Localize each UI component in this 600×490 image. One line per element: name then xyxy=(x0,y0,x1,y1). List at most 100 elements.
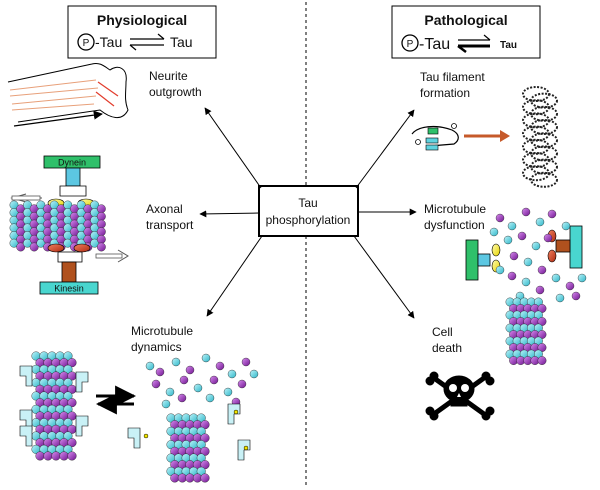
tubulin-alpha xyxy=(63,378,73,388)
tubulin-beta xyxy=(537,265,547,275)
tubulin-beta xyxy=(507,271,517,281)
microtubule-segment xyxy=(9,200,106,252)
tubulin-alpha xyxy=(63,351,73,361)
phosphate-circle xyxy=(401,34,419,52)
tau-tag-icon xyxy=(227,403,241,425)
tubulin-alpha xyxy=(531,241,541,251)
tubulin-alpha xyxy=(551,273,561,283)
label-axonal-2: transport xyxy=(146,218,194,232)
label-dysfunction-1: Microtubule xyxy=(424,202,486,216)
tau-tag-icon xyxy=(75,371,89,393)
tubulin-alpha xyxy=(145,361,155,371)
paired-helical-filament xyxy=(522,86,558,188)
tubulin-beta xyxy=(170,473,180,483)
tubulin-alpha xyxy=(577,273,587,283)
phosphate-dot xyxy=(243,445,249,451)
tubulin-alpha xyxy=(561,221,571,231)
dynein-label: Dynein xyxy=(58,158,86,168)
tubulin-alpha xyxy=(9,238,19,248)
tubulin-alpha xyxy=(521,277,531,287)
tubulin-alpha xyxy=(495,265,505,275)
label-filament-2: formation xyxy=(420,86,470,100)
phosphate-circle xyxy=(77,33,95,51)
tubulin-beta xyxy=(509,251,519,261)
skull-crossbones-icon xyxy=(425,371,495,421)
label-cell-death-2: death xyxy=(432,341,462,355)
filament-loop xyxy=(530,171,558,188)
connector-arrows xyxy=(199,107,417,319)
tubulin-beta xyxy=(67,438,77,448)
tubulin-beta xyxy=(96,234,106,244)
tau-label-small: Tau xyxy=(500,40,517,51)
tubulin-alpha xyxy=(63,431,73,441)
microtubule-dynamics-illustration xyxy=(19,351,259,483)
shifted-equilibrium-arrows xyxy=(457,34,491,53)
arrow-cell-death xyxy=(353,235,415,319)
short-microtubule xyxy=(505,297,547,365)
label-neurite-1: Neurite xyxy=(149,69,188,83)
tubulin-alpha xyxy=(63,444,73,454)
tau-tag-icon xyxy=(19,425,33,447)
tubulin-beta xyxy=(96,219,106,229)
tubulin-beta xyxy=(185,365,195,375)
tubulin-beta xyxy=(96,212,106,221)
phosphate-dot xyxy=(233,409,239,415)
arrow-axonal xyxy=(199,210,260,218)
label-axonal-1: Axonal xyxy=(146,202,183,216)
tubulin-beta xyxy=(237,379,247,389)
tubulin-beta xyxy=(67,451,77,461)
tau-filament-illustration xyxy=(411,86,558,188)
microtubule-dysfunction-illustration xyxy=(465,207,587,365)
tubulin-beta xyxy=(43,451,53,461)
tubulin-beta xyxy=(547,209,557,219)
tubulin-alpha xyxy=(63,404,73,414)
tubulin-beta xyxy=(16,242,26,252)
tubulin-beta xyxy=(155,367,165,377)
phosphate-dot xyxy=(143,433,149,439)
label-dysfunction-2: dysfunction xyxy=(424,218,485,232)
tubulin-beta xyxy=(35,451,45,461)
tubulin-alpha xyxy=(507,221,517,231)
phosphate-symbol: P xyxy=(407,39,414,50)
pathological-title: Pathological xyxy=(424,12,507,28)
tubulin-alpha xyxy=(36,238,46,248)
tubulin-beta xyxy=(209,375,219,385)
tubulin-alpha xyxy=(503,235,513,245)
phosphate-symbol: P xyxy=(83,38,90,49)
tubulin-beta xyxy=(537,356,547,365)
tubulin-beta xyxy=(200,473,210,483)
tubulin-beta xyxy=(59,451,69,461)
bound-tau-tags xyxy=(19,365,251,461)
scattered-tubulin-dimers xyxy=(489,207,587,303)
tubulin-beta xyxy=(241,357,251,367)
tubulin-alpha xyxy=(201,353,211,363)
dynamic-equilibrium-arrows xyxy=(95,385,137,415)
tubulin-beta xyxy=(177,473,187,483)
tubulin-alpha xyxy=(489,227,499,237)
tubulin-alpha xyxy=(63,364,73,374)
assembled-microtubule xyxy=(31,351,77,461)
tubulin-beta xyxy=(495,213,505,223)
tubulin-alpha xyxy=(171,357,181,367)
tau-tag-icon xyxy=(237,439,251,461)
tubulin-alpha xyxy=(535,217,545,227)
tubulin-beta xyxy=(67,358,77,368)
arrow-microtubule-dynamics xyxy=(206,235,263,317)
arrow-filament xyxy=(355,109,415,189)
tubulin-beta xyxy=(215,361,225,371)
tau-label: Tau xyxy=(170,34,193,50)
tubulin-alpha xyxy=(23,238,32,248)
tubulin-beta xyxy=(29,242,39,252)
tubulin-beta xyxy=(535,285,545,295)
center-line1: Tau xyxy=(298,196,317,210)
tubulin-alpha xyxy=(63,391,73,401)
tubulin-beta xyxy=(96,204,106,214)
tubulin-beta xyxy=(192,473,202,483)
label-neurite-2: outgrowth xyxy=(149,85,202,99)
kinesin-label: Kinesin xyxy=(54,284,84,294)
tubulin-beta xyxy=(565,281,575,291)
disassembling-microtubule xyxy=(166,413,210,483)
phospho-tau-label: -Tau xyxy=(95,34,122,50)
center-box: Tau phosphorylation xyxy=(258,185,359,237)
